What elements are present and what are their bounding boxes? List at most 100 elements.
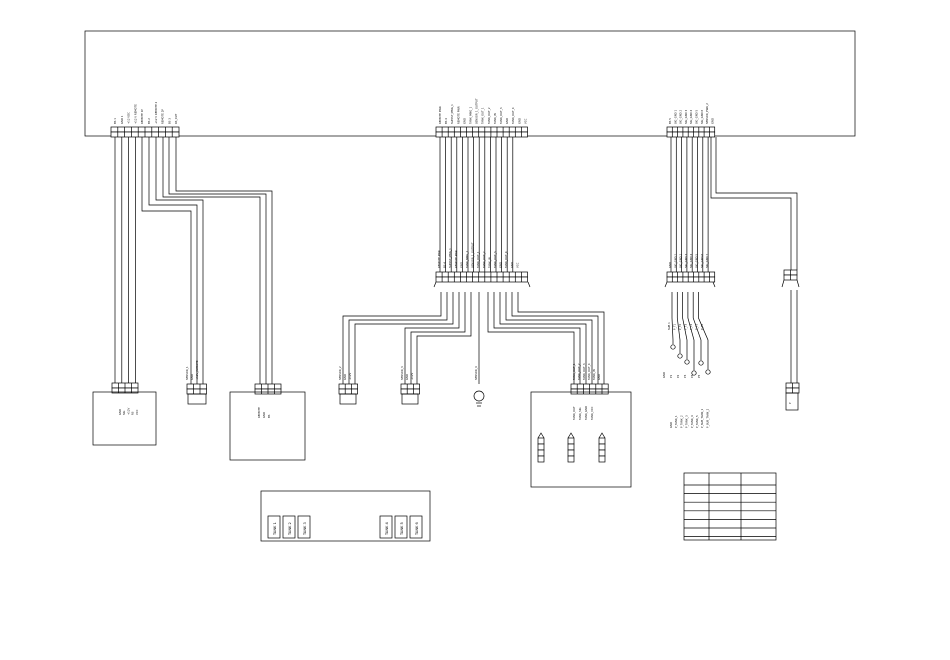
legend-table [683, 472, 777, 541]
header-pin-label: GND [710, 118, 714, 124]
junction-pin-label: SIG_GND 5 [695, 254, 699, 268]
wire [410, 292, 466, 384]
junction-pin-label: VCC [515, 262, 519, 268]
header-pin-label: GND [505, 118, 509, 124]
header-pin-label: REMOTE PWR [456, 106, 460, 124]
tank-terminal [537, 455, 545, 463]
junction-pin-label: SIG_GND 6 [700, 254, 704, 268]
header-pin-label: TANK_OUT_1 [481, 107, 485, 124]
header-pin-label: SIG_GND 2 [679, 110, 683, 124]
right-junction-connector-row [666, 271, 716, 278]
pin-label: SENSOR_2 [338, 366, 342, 380]
wire [348, 292, 448, 384]
pin-label: TANK_OUT_3 [582, 363, 586, 380]
pin-label: P [788, 402, 792, 404]
center-junction-shroud [433, 281, 531, 288]
header-pin-label: SIG_GND 3 [684, 110, 688, 124]
pin-label: TANK_OUT [572, 406, 576, 420]
header-pin-label: SENSOR_PWR_2 [705, 103, 709, 124]
header-pin-label: SIG_GND 4 [689, 110, 693, 124]
output-pin-label: P_TANK_3 [685, 415, 689, 428]
header-pin-label: SIG_GND 6 [700, 110, 704, 124]
aux-connector-shroud [781, 279, 800, 288]
ring-terminal [684, 359, 690, 365]
mid-module [229, 391, 306, 461]
output-pin-label: P_TANK_4 [690, 415, 694, 428]
sensor-connector-3-row [400, 383, 420, 390]
tank-terminal [537, 443, 545, 451]
header-pin-label: BS 1 [113, 118, 117, 124]
tank-terminal-cap [598, 432, 606, 439]
header-pin-label: BS 3 [167, 118, 171, 124]
header-pin-label: SIG_GND 5 [695, 110, 699, 124]
pin-label: GND [343, 374, 347, 380]
pin-label: P_T2 [678, 324, 682, 330]
right-junction-shroud [664, 281, 716, 288]
pin-label: BS [267, 414, 271, 418]
tank-terminal [598, 455, 606, 463]
tank-terminal [537, 437, 545, 445]
wire [155, 137, 204, 384]
sensor-connector-2-row [338, 388, 358, 395]
tank-terminal [567, 449, 575, 457]
tank-terminal [567, 437, 575, 445]
wire [175, 137, 273, 384]
header-pin-label: +12 VDC [127, 112, 131, 124]
pin-label: REMOTE [257, 407, 261, 418]
wire [354, 292, 454, 384]
pin-label: TANK_OUT_4 [587, 363, 591, 380]
header-pin-label: SUPPLY_MNG_1 [450, 104, 454, 124]
junction-pin-label: GND [499, 262, 503, 268]
header-pin-label: GND 1 [120, 115, 124, 124]
tank-label: TANK 3 [303, 522, 307, 536]
center-junction-connector-row [435, 271, 528, 278]
wire [710, 137, 792, 270]
tank-terminal [567, 443, 575, 451]
junction-pin-label: SENSOR_1_OUTPUT [471, 242, 475, 268]
wire [499, 292, 587, 384]
tank-module [530, 391, 632, 488]
output-pin-label: P_SUB_TANK_1 [700, 408, 704, 428]
ring-terminal [705, 369, 711, 375]
sensor-3-body [401, 393, 419, 405]
pin-label: GND [597, 374, 601, 380]
header-pin-label: SIG_GND 1 [673, 110, 677, 124]
junction-pin-label: GND [668, 262, 672, 268]
header-pin-label: GND [462, 118, 466, 124]
header-pin-label: TANK_OUT_2 [487, 107, 491, 124]
wire [715, 137, 798, 270]
junction-pin-label: SIG_GND 3 [684, 254, 688, 268]
wire [505, 292, 593, 384]
wire [671, 292, 674, 344]
header-pin-label: REMOTE 1P [140, 109, 144, 124]
pin-label: P_T5 [695, 324, 699, 330]
pin-label: P4 [690, 374, 694, 378]
pin-label: P5 [697, 374, 701, 378]
pin-label: SUB 1 [667, 322, 671, 330]
aux-sensor-body [785, 392, 799, 411]
output-pin-label: P_TANK_2 [679, 415, 683, 428]
output-pin-label: P_TANK_5 [695, 415, 699, 428]
header-pin-label: TANK_OUT_4 [511, 107, 515, 124]
junction-pin-label: SIG_GND 4 [689, 254, 693, 268]
junction-pin-label: TANK_OUT_4 [504, 251, 508, 268]
header-pin-label: +12 V REMOTE 2 [154, 101, 158, 124]
header-pin-label: BS 4 [444, 118, 448, 124]
pin-label: SENSOR_1 [185, 366, 189, 380]
pin-label: +12V_REMOTE [195, 360, 199, 380]
wire [416, 292, 472, 384]
wire [517, 292, 605, 384]
ring-terminal [691, 370, 697, 376]
tank-terminal [567, 455, 575, 463]
pin-label: RS [131, 411, 135, 415]
tank-slot [379, 515, 393, 539]
sensor-connector-1-row [186, 383, 207, 390]
junction-pin-label: TANK_OUT_3 [493, 251, 497, 268]
wire [692, 292, 702, 360]
pin-label: P_T3 [684, 324, 688, 330]
pin-label: TANK_OUT_2 [577, 363, 581, 380]
junction-pin-label: TANK_IN [487, 257, 491, 268]
tank-terminal-cap [567, 432, 575, 439]
output-pin-label: P_TANK_1 [674, 415, 678, 428]
pin-label: +12V [126, 408, 130, 415]
